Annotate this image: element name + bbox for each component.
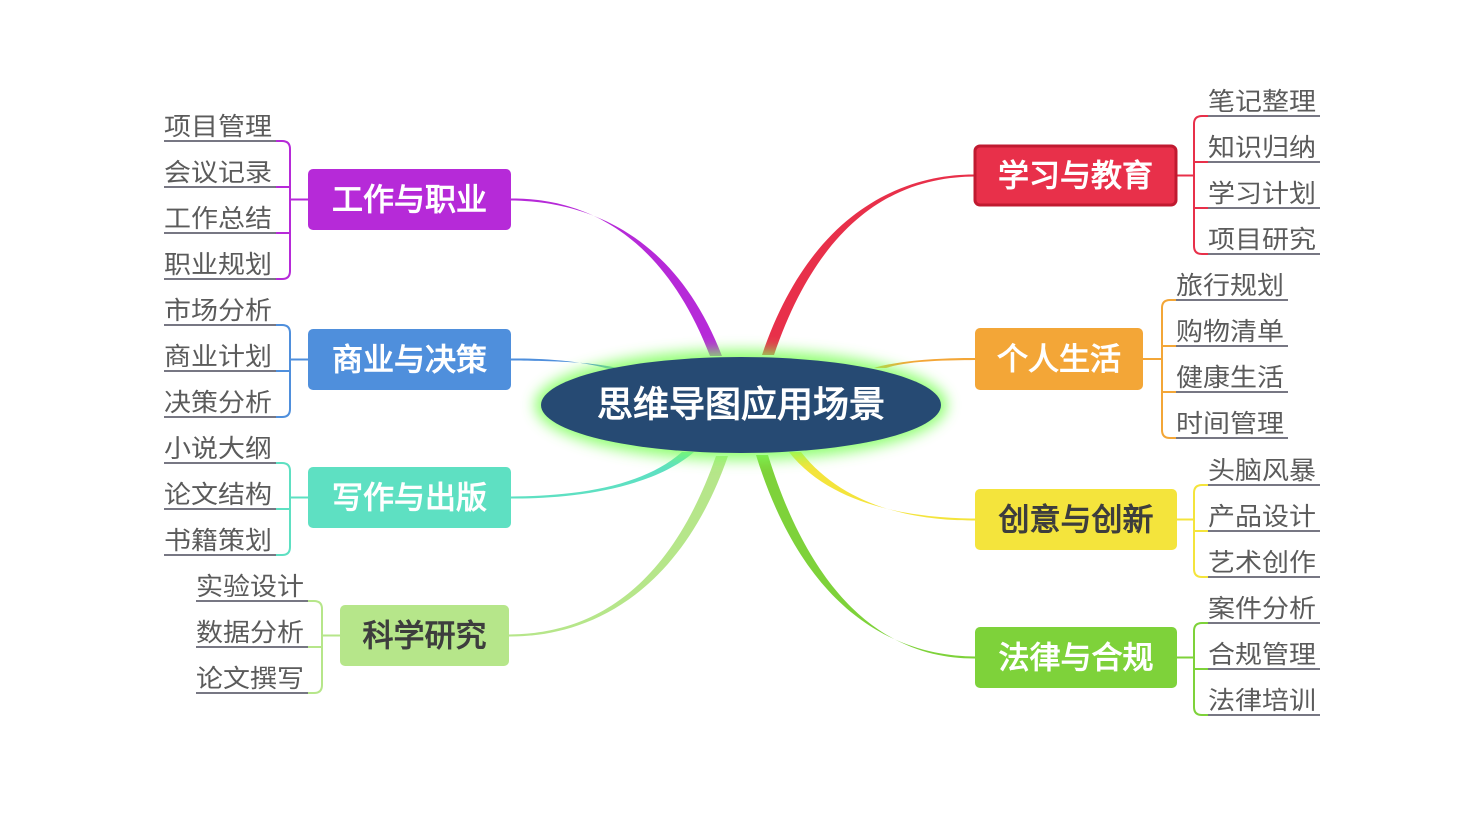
leaf-topic-writing[interactable]: 小说大纲 bbox=[164, 434, 276, 464]
leaf-label: 职业规划 bbox=[164, 250, 272, 279]
leaf-label: 论文撰写 bbox=[196, 664, 304, 693]
leaf-label: 实验设计 bbox=[196, 572, 304, 601]
leaf-topic-creative[interactable]: 头脑风暴 bbox=[1208, 456, 1320, 486]
leaf-topic-life[interactable]: 旅行规划 bbox=[1176, 271, 1288, 301]
branch-business-box bbox=[308, 329, 511, 390]
leaf-label: 知识归纳 bbox=[1208, 133, 1316, 162]
branch-study-label: 学习与教育 bbox=[998, 159, 1153, 195]
leaf-label: 旅行规划 bbox=[1176, 271, 1284, 300]
leaf-label: 时间管理 bbox=[1176, 409, 1284, 438]
leaf-label: 学习计划 bbox=[1208, 179, 1316, 208]
leaf-topic-creative[interactable]: 产品设计 bbox=[1208, 502, 1320, 532]
leaf-label: 数据分析 bbox=[196, 618, 304, 647]
branch-life-box bbox=[975, 328, 1143, 390]
leaf-label: 项目管理 bbox=[164, 112, 272, 141]
connector-study bbox=[762, 174, 975, 355]
branch-creative-label: 创意与创新 bbox=[998, 503, 1154, 539]
leaf-topic-work[interactable]: 会议记录 bbox=[164, 158, 276, 188]
connector-science bbox=[509, 456, 728, 637]
leaf-label: 书籍策划 bbox=[164, 526, 272, 555]
leaf-topic-writing[interactable]: 论文结构 bbox=[164, 480, 276, 510]
leaf-label: 决策分析 bbox=[164, 388, 272, 417]
leaf-topic-writing[interactable]: 书籍策划 bbox=[164, 526, 276, 556]
leaf-topic-business[interactable]: 决策分析 bbox=[164, 388, 276, 418]
branch-science-label: 科学研究 bbox=[363, 619, 487, 655]
connector-work bbox=[511, 198, 722, 356]
branch-study[interactable]: 学习与教育 bbox=[973, 144, 1178, 207]
connector-writing bbox=[511, 452, 694, 499]
leaf-label: 案件分析 bbox=[1208, 594, 1316, 623]
leaf-topic-business[interactable]: 商业计划 bbox=[164, 342, 276, 372]
connector-creative bbox=[789, 452, 975, 521]
connector-life bbox=[874, 357, 975, 368]
leaf-label: 法律培训 bbox=[1208, 686, 1316, 715]
leaf-label: 购物清单 bbox=[1176, 317, 1284, 346]
leaf-label: 商业计划 bbox=[164, 342, 272, 371]
branch-work-box bbox=[308, 169, 511, 230]
branch-work-label: 工作与职业 bbox=[332, 183, 487, 219]
branch-writing[interactable]: 写作与出版 bbox=[308, 467, 511, 528]
leaf-label: 头脑风暴 bbox=[1208, 456, 1316, 485]
leaf-topic-creative[interactable]: 艺术创作 bbox=[1208, 548, 1320, 578]
central-topic[interactable]: 思维导图应用场景 bbox=[535, 350, 947, 460]
leaf-label: 会议记录 bbox=[164, 158, 272, 187]
branch-law-box bbox=[975, 627, 1177, 688]
leaf-topic-work[interactable]: 职业规划 bbox=[164, 250, 276, 280]
bracket-work bbox=[276, 140, 291, 280]
leaf-label: 项目研究 bbox=[1208, 225, 1316, 254]
leaf-label: 艺术创作 bbox=[1208, 548, 1316, 577]
branch-writing-label: 写作与出版 bbox=[332, 481, 487, 517]
leaf-topic-study[interactable]: 知识归纳 bbox=[1208, 133, 1320, 163]
leaf-label: 小说大纲 bbox=[164, 434, 272, 463]
leaf-topic-study[interactable]: 项目研究 bbox=[1208, 225, 1320, 255]
leaf-topic-business[interactable]: 市场分析 bbox=[164, 296, 276, 326]
branch-law-label: 法律与合规 bbox=[999, 641, 1154, 677]
leaf-label: 产品设计 bbox=[1208, 502, 1316, 531]
leaf-label: 市场分析 bbox=[164, 296, 272, 325]
leaf-label: 笔记整理 bbox=[1208, 87, 1316, 116]
leaf-topic-law[interactable]: 案件分析 bbox=[1208, 594, 1320, 624]
leaf-topic-science[interactable]: 实验设计 bbox=[196, 572, 308, 602]
branch-life-label: 个人生活 bbox=[997, 342, 1121, 378]
branch-business-label: 商业与决策 bbox=[332, 343, 487, 379]
central-topic-shape bbox=[541, 357, 941, 453]
leaf-topic-life[interactable]: 健康生活 bbox=[1176, 363, 1288, 393]
leaf-topic-life[interactable]: 购物清单 bbox=[1176, 317, 1288, 347]
branch-science[interactable]: 科学研究 bbox=[340, 605, 509, 666]
leaf-label: 论文结构 bbox=[164, 480, 272, 509]
central-topic-label: 思维导图应用场景 bbox=[597, 385, 885, 426]
leaf-topic-work[interactable]: 工作总结 bbox=[164, 204, 276, 234]
leaf-topic-work[interactable]: 项目管理 bbox=[164, 112, 276, 142]
leaf-topic-science[interactable]: 数据分析 bbox=[196, 618, 308, 648]
leaf-topic-law[interactable]: 合规管理 bbox=[1208, 640, 1320, 670]
connector-law bbox=[756, 455, 975, 659]
branch-science-box bbox=[340, 605, 509, 666]
branch-creative[interactable]: 创意与创新 bbox=[975, 489, 1177, 550]
leaf-topic-law[interactable]: 法律培训 bbox=[1208, 686, 1320, 716]
branch-writing-box bbox=[308, 467, 511, 528]
leaf-topic-study[interactable]: 笔记整理 bbox=[1208, 87, 1320, 117]
bracket-study bbox=[1193, 115, 1208, 255]
leaf-label: 健康生活 bbox=[1176, 363, 1284, 392]
branch-life[interactable]: 个人生活 bbox=[975, 328, 1143, 390]
leaf-label: 合规管理 bbox=[1208, 640, 1316, 669]
branch-business[interactable]: 商业与决策 bbox=[308, 329, 511, 390]
leaf-topic-study[interactable]: 学习计划 bbox=[1208, 179, 1320, 209]
leaf-topic-life[interactable]: 时间管理 bbox=[1176, 409, 1288, 439]
branch-study-box bbox=[973, 144, 1178, 207]
leaf-topic-science[interactable]: 论文撰写 bbox=[196, 664, 308, 694]
branch-law[interactable]: 法律与合规 bbox=[975, 627, 1177, 688]
leaf-label: 工作总结 bbox=[164, 204, 272, 233]
bracket-life bbox=[1161, 299, 1176, 439]
branch-work[interactable]: 工作与职业 bbox=[308, 169, 511, 230]
branch-creative-box bbox=[975, 489, 1177, 550]
